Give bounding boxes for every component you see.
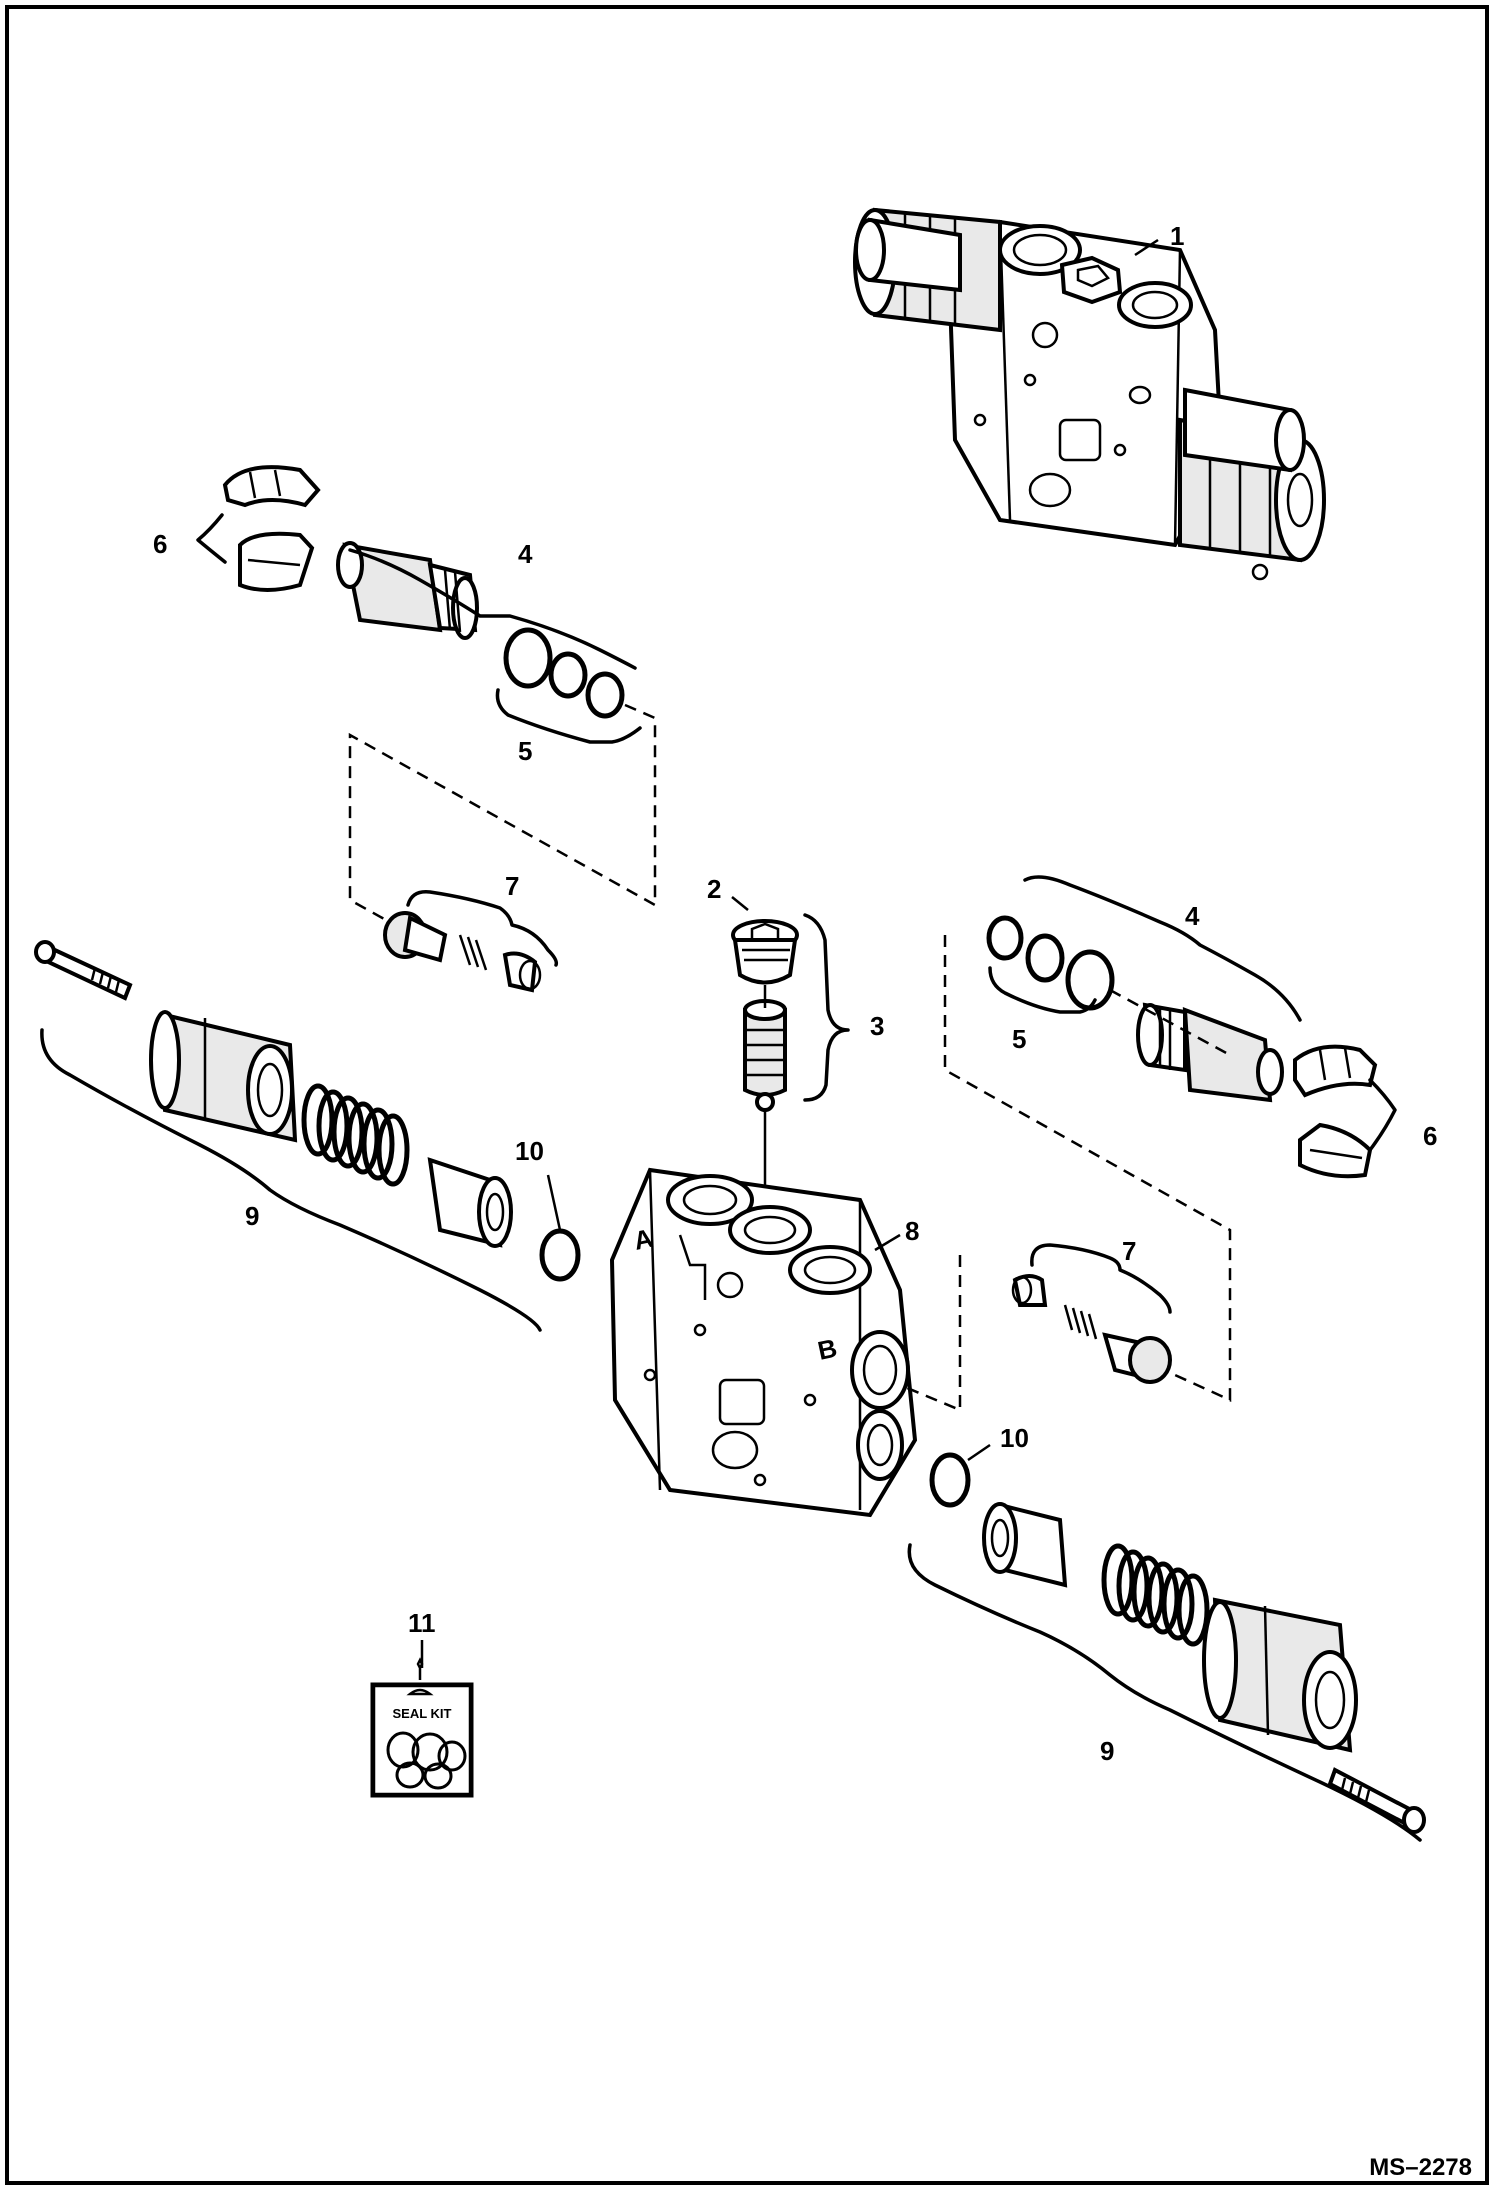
- callout-9-right: 9: [1100, 1736, 1114, 1766]
- part-7-check-right: [1011, 1274, 1172, 1384]
- drawing-id: MS–2278: [1369, 2154, 1472, 2181]
- callout-5-right: 5: [1012, 1024, 1026, 1054]
- part-4-relief-cartridge-left: [336, 541, 479, 640]
- callout-10-right: 10: [1000, 1423, 1029, 1453]
- part-2-plug: [731, 919, 799, 985]
- leader-10-left: [546, 1174, 562, 1231]
- part-6-clip-right: [1293, 1044, 1378, 1179]
- callout-3: 3: [870, 1011, 884, 1041]
- callout-5-top: 5: [518, 736, 532, 766]
- part-8-valve-section: A B: [609, 1167, 918, 1518]
- brace-9-left: [40, 1028, 542, 1332]
- callout-2: 2: [707, 874, 721, 904]
- part-7-check-left: [383, 911, 542, 993]
- spring-left: [301, 1083, 410, 1187]
- brace-6-right: [1368, 1078, 1397, 1152]
- callout-8: 8: [905, 1216, 919, 1246]
- leader-8: [874, 1233, 901, 1252]
- brace-4-right: [1023, 875, 1302, 1022]
- brace-6-left: [196, 513, 227, 564]
- brace-5-right: [988, 966, 1097, 1014]
- leader-1: [1134, 238, 1159, 257]
- leader-dashed-left-top: [348, 703, 657, 927]
- seal-kit-label: SEAL KIT: [393, 1706, 452, 1721]
- brace-3: [803, 913, 850, 1102]
- part-6-clip-left: [222, 465, 321, 592]
- part-9-end-cap-right: [982, 1502, 1426, 1834]
- part-4-relief-cartridge-right: [1136, 1002, 1284, 1103]
- leader-10-right: [967, 1443, 991, 1462]
- leader-2: [731, 896, 749, 911]
- callout-7-right: 7: [1122, 1236, 1136, 1266]
- callout-11: 11: [408, 1608, 436, 1638]
- part-1-valve-assembly: [853, 207, 1326, 581]
- callout-4-top: 4: [518, 539, 533, 569]
- brace-9-right: [907, 1543, 1422, 1842]
- part-3-detent: [743, 999, 787, 1112]
- leader-dashed-right-mid: [899, 1255, 962, 1412]
- callout-6-right: 6: [1423, 1121, 1437, 1151]
- callout-9-left: 9: [245, 1201, 259, 1231]
- spring-right: [1101, 1543, 1210, 1647]
- part-9-end-cap-left: [34, 940, 513, 1248]
- part-10-o-ring-right: [929, 1452, 971, 1508]
- part-10-o-ring-left: [539, 1228, 581, 1282]
- callout-6-left: 6: [153, 529, 167, 559]
- callout-1: 1: [1170, 221, 1184, 251]
- brace-5-left: [495, 688, 642, 744]
- brace-7-left: [406, 890, 559, 967]
- part-11-seal-kit: SEAL KIT: [370, 1657, 474, 1798]
- part-5-o-rings-left: [503, 627, 625, 719]
- drawing-frame: [5, 5, 1489, 2185]
- callout-10-left: 10: [515, 1136, 544, 1166]
- brace-7-right: [1030, 1243, 1172, 1314]
- callout-4-right: 4: [1185, 901, 1200, 931]
- leader-dashed-right-top: [943, 935, 1232, 1402]
- brace-4-left: [348, 548, 637, 670]
- callout-7-left: 7: [505, 871, 519, 901]
